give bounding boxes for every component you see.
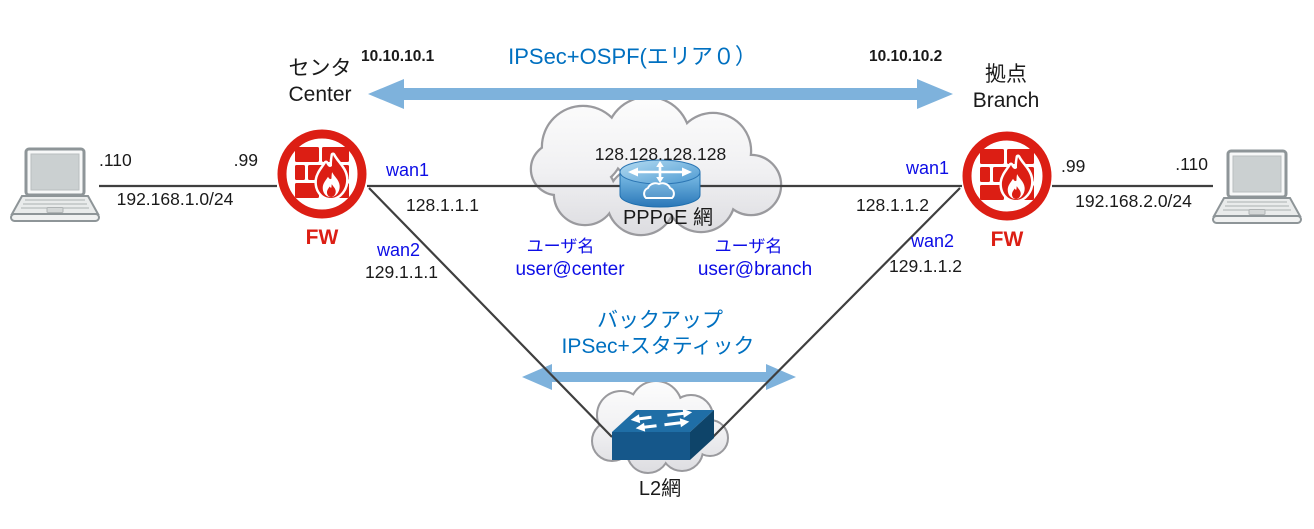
branch-wan1-label: wan1 (906, 158, 950, 178)
center-site-name-en: Center (288, 83, 352, 107)
backup-tunnel-arrow (522, 364, 796, 390)
center-pppoe-user-caption: ユーザ名 (526, 237, 595, 256)
branch-wan2-line (712, 187, 961, 438)
center-pppoe-user: user@center (515, 259, 625, 280)
center-wan2-ip: 129.1.1.1 (365, 262, 438, 282)
center-firewall-icon (282, 134, 362, 214)
router-icon (619, 159, 701, 208)
router-arrows-icon (628, 161, 692, 183)
l2-cloud-label: L2網 (638, 478, 682, 500)
center-wan2-line (368, 187, 613, 438)
center-wan1-ip: 128.1.1.1 (406, 195, 479, 215)
branch-tunnel-ip: 10.10.10.2 (869, 48, 943, 65)
branch-site-title: 拠点 Branch (939, 62, 1073, 114)
branch-site-name-jp: 拠点 (985, 63, 1027, 86)
branch-wan2-ip: 129.1.1.2 (889, 256, 962, 276)
center-fw-label: FW (305, 226, 339, 249)
branch-pppoe-user-caption: ユーザ名 (714, 237, 783, 256)
center-wan2-label: wan2 (377, 240, 421, 260)
right-lan-subnet: 192.168.2.0/24 (1075, 191, 1192, 211)
center-wan1-label: wan1 (386, 160, 430, 180)
switch-arrows-icon (630, 408, 693, 432)
center-site-title: センタ Center (253, 56, 387, 108)
left-pc-ip-suffix: .110 (99, 150, 132, 170)
primary-tunnel-arrow (368, 79, 953, 109)
wan2-lines (368, 187, 961, 438)
branch-wan1-ip: 128.1.1.2 (856, 195, 929, 215)
switch-icon (612, 408, 714, 460)
pppoe-cloud-ip: 128.128.128.128 (594, 144, 727, 164)
center-site-name-jp: センタ (288, 57, 352, 80)
left-laptop-icon (9, 147, 101, 223)
center-tunnel-ip: 10.10.10.1 (361, 48, 435, 65)
router-cloud-glyph-icon (643, 182, 675, 199)
right-pc-ip-suffix: .110 (1175, 154, 1208, 174)
pppoe-cloud-label: PPPoE 網 (622, 207, 714, 229)
right-fw-ip-suffix: .99 (1061, 156, 1086, 176)
branch-site-name-en: Branch (972, 89, 1040, 113)
branch-wan2-label: wan2 (911, 231, 955, 251)
left-fw-ip-suffix: .99 (233, 150, 258, 170)
left-lan-subnet: 192.168.1.0/24 (116, 189, 234, 209)
branch-pppoe-user: user@branch (697, 259, 813, 280)
backup-tunnel-label-line2: IPSec+スタティック (561, 335, 755, 358)
branch-firewall-icon (967, 136, 1047, 216)
right-laptop-icon (1211, 149, 1303, 225)
branch-fw-label: FW (990, 228, 1024, 251)
primary-tunnel-label: IPSec+OSPF(エリア０） (508, 44, 757, 69)
backup-tunnel-label-line1: バックアップ (597, 309, 723, 332)
